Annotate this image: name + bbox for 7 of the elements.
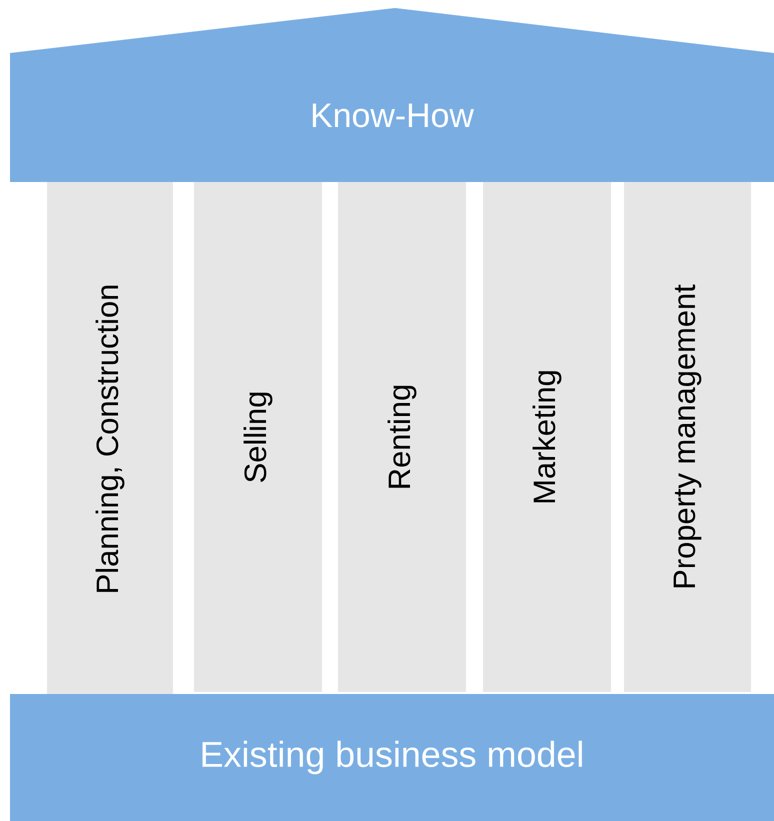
roof-band: Know-How [10, 8, 774, 182]
pillar: Property management [624, 182, 751, 692]
pillar: Marketing [483, 182, 611, 692]
base-band: Existing business model [10, 694, 774, 821]
pillar: Planning, Construction [47, 182, 173, 696]
pillar: Selling [194, 182, 322, 692]
pillar: Renting [338, 182, 466, 692]
